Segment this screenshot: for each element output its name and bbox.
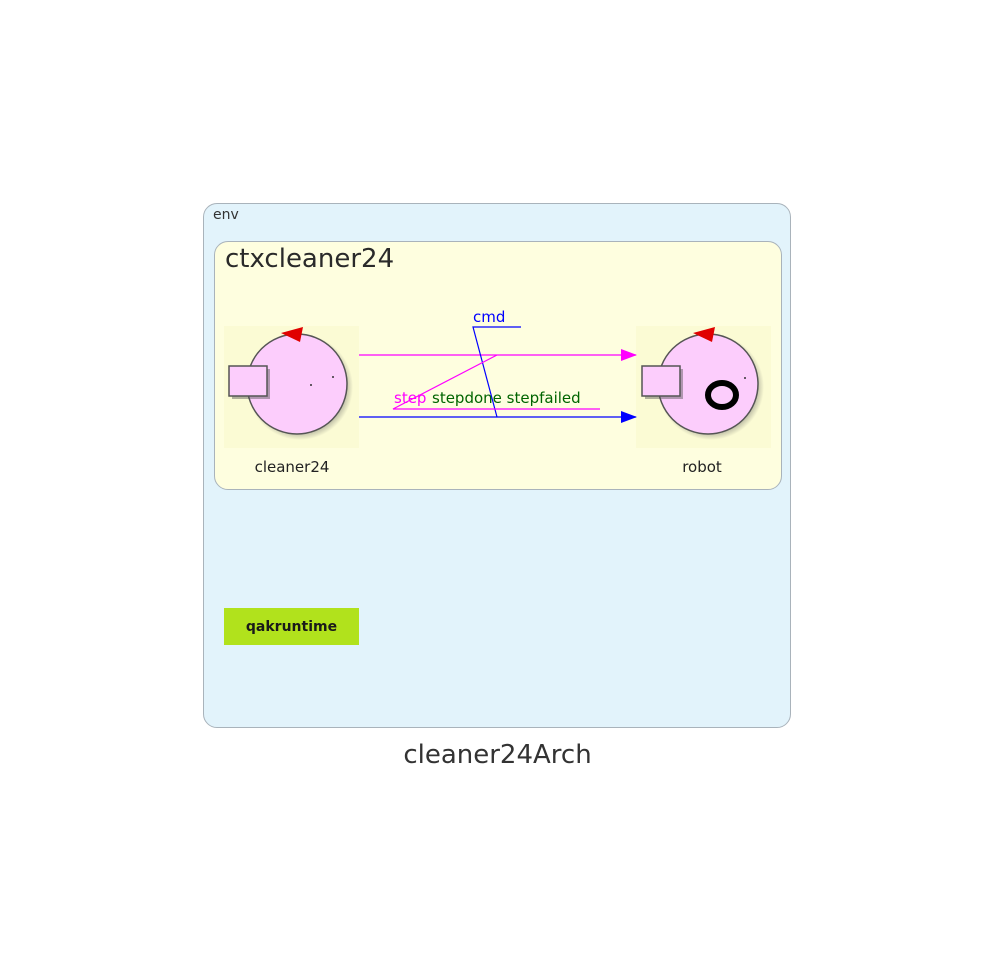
stepdone-stepfailed-label: stepdone stepfailed [432, 389, 581, 407]
robot-ring-icon [705, 380, 739, 410]
env-label: env [213, 207, 239, 223]
ctxcleaner24-label: ctxcleaner24 [225, 244, 395, 274]
architecture-title: cleaner24Arch [403, 740, 592, 770]
step-label: step [394, 389, 426, 407]
cleaner24-name: cleaner24 [254, 458, 330, 476]
step-label-connector [392, 354, 600, 410]
robot-actor-icon [641, 327, 764, 440]
cleaner24-direction-icon [281, 327, 303, 342]
qakruntime-label: qakruntime [245, 618, 338, 635]
robot-name: robot [682, 458, 722, 476]
cleaner24-actor-icon [228, 327, 353, 440]
qakruntime-box: qakruntime [224, 608, 359, 645]
cmd-label-connector [472, 326, 521, 418]
cmd-label: cmd [473, 308, 505, 326]
robot-direction-icon [693, 327, 715, 342]
